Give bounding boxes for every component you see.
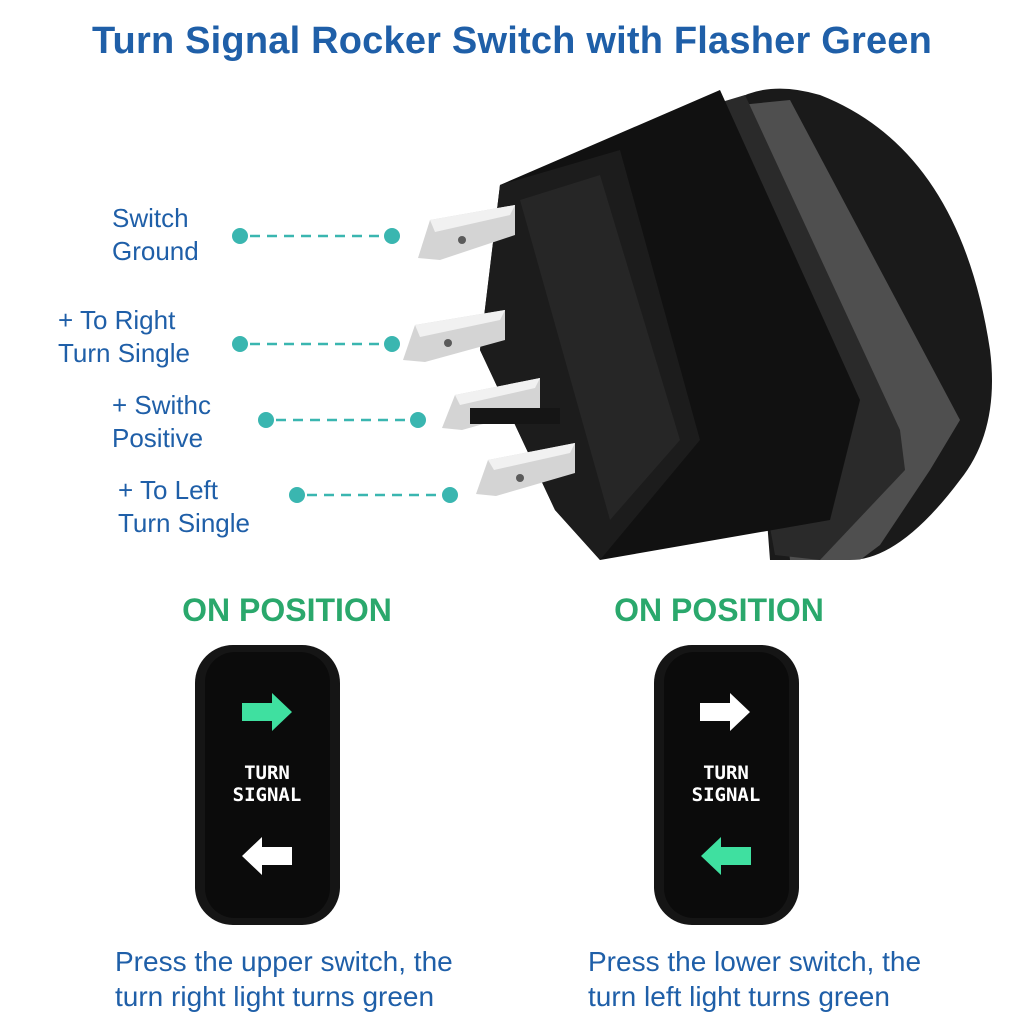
pin-label-right-turn: + To Right Turn Single — [58, 305, 190, 368]
pin-label-switch-ground: Switch Ground — [112, 203, 199, 266]
terminal-1 — [418, 205, 515, 260]
rocker-face-left — [195, 645, 340, 925]
leader-line-left-turn — [289, 487, 458, 503]
page-title: Turn Signal Rocker Switch with Flasher G… — [91, 20, 933, 62]
rocker-label-lower: TURN SIGNAL — [691, 762, 761, 806]
leader-line-switch-ground — [232, 228, 400, 244]
arrow-left-icon — [701, 837, 751, 875]
terminal-4 — [476, 443, 575, 496]
caption-upper: Press the upper switch, the turn right l… — [115, 946, 453, 1012]
pin-label-positive: + Swithc Positive — [112, 390, 211, 453]
arrow-right-icon — [700, 693, 750, 731]
rocker-label-upper: TURN SIGNAL — [232, 762, 302, 806]
position-heading-upper: ON POSITION — [182, 592, 392, 628]
housing-highlight — [520, 175, 680, 520]
leader-line-right-turn — [232, 336, 400, 352]
terminal-3 — [442, 378, 560, 430]
position-heading-lower: ON POSITION — [614, 592, 824, 628]
arrow-left-icon — [242, 837, 292, 875]
caption-lower: Press the lower switch, the turn left li… — [588, 946, 922, 1012]
terminal-2 — [403, 310, 505, 362]
rocker-face-right — [654, 645, 799, 925]
leader-line-positive — [258, 412, 426, 428]
pin-label-left-turn: + To Left Turn Single — [118, 475, 250, 538]
arrow-right-icon — [242, 693, 292, 731]
